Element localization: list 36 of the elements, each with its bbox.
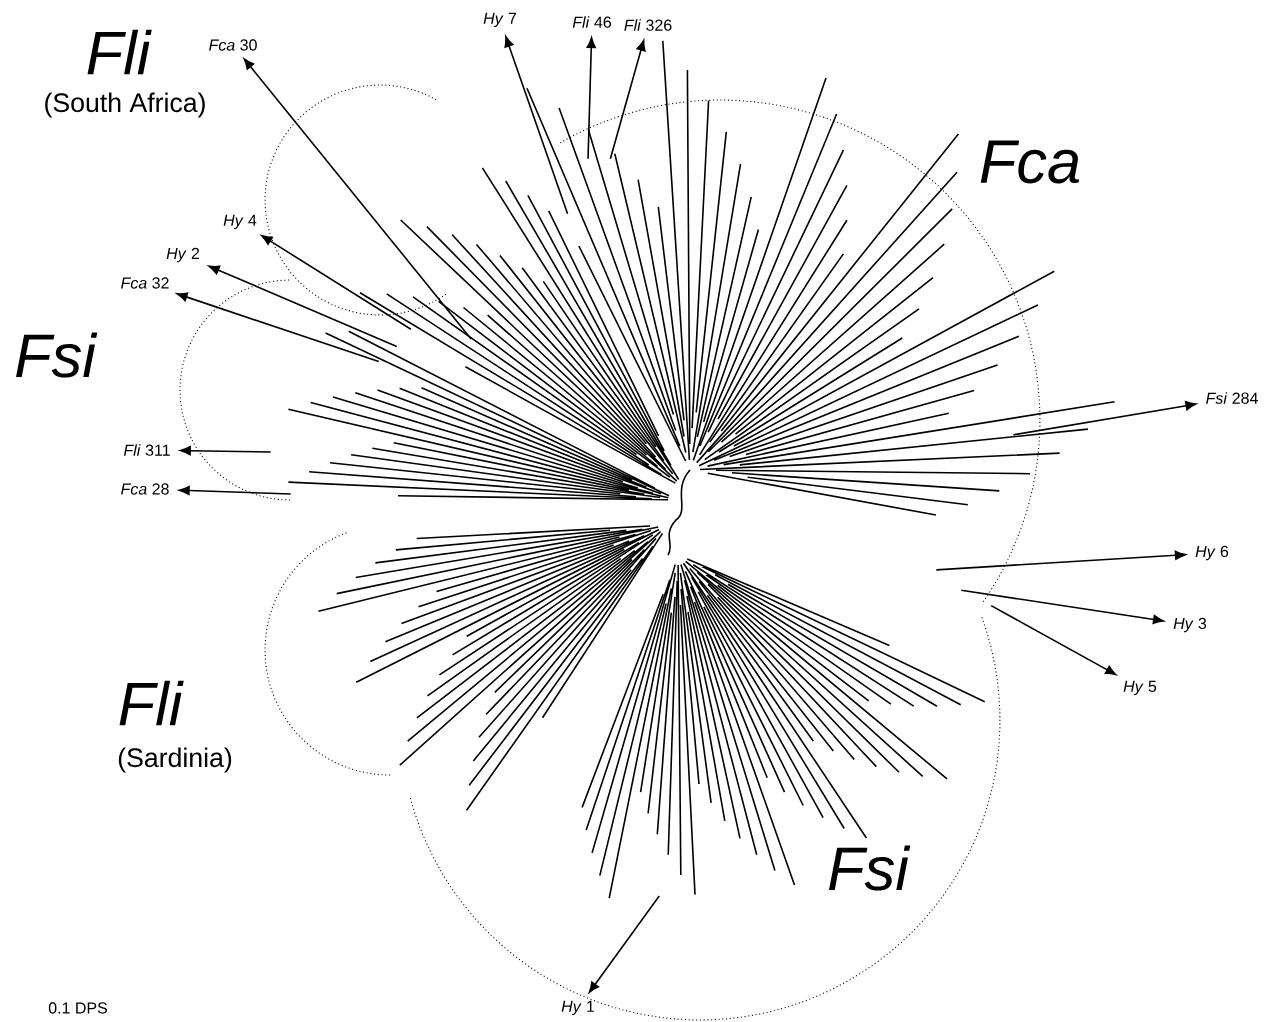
- arrow: [176, 292, 380, 363]
- taxon-label: Hy 4: [223, 214, 257, 230]
- taxon-label: Fca 30: [209, 39, 257, 51]
- arrow: [1012, 401, 1197, 436]
- taxon-label: Hy 3: [1173, 617, 1207, 633]
- arrow: [208, 265, 398, 348]
- group-label: Fli: [119, 680, 184, 726]
- region-label: (South Africa): [45, 92, 205, 118]
- arrow: [504, 36, 569, 215]
- taxon-label: Fli 311: [123, 444, 170, 456]
- arrow: [960, 589, 1164, 625]
- taxon-label: Hy 2: [166, 247, 200, 263]
- taxon-label: Fli 326: [624, 19, 672, 31]
- taxon-label: Hy 6: [1195, 545, 1229, 561]
- group-label: Fca: [980, 140, 1080, 184]
- taxon-label: Hy 1: [561, 1000, 595, 1016]
- region-label: (Sardinia): [118, 747, 232, 773]
- scale-label: 0.1 DPS: [48, 1002, 108, 1014]
- group-label: Fsi: [16, 332, 98, 378]
- arrow: [588, 895, 660, 993]
- arrow: [243, 58, 472, 340]
- arrow: [179, 446, 272, 456]
- arrow: [261, 235, 412, 331]
- taxon-label: Fca 32: [121, 277, 169, 289]
- group-label: Fli: [87, 29, 152, 75]
- arrow: [586, 37, 596, 160]
- arrow: [990, 604, 1117, 676]
- taxon-label: Fsi 284: [1206, 392, 1258, 404]
- arrow: [178, 485, 292, 496]
- taxon-label: Hy 7: [483, 12, 517, 28]
- arrow: [609, 39, 646, 160]
- group-label: Fsi: [829, 845, 911, 891]
- taxon-label: Fli 46: [572, 16, 612, 28]
- taxon-label: Fca 28: [121, 483, 169, 495]
- arrow: [935, 550, 1186, 571]
- taxon-label: Hy 5: [1123, 680, 1157, 696]
